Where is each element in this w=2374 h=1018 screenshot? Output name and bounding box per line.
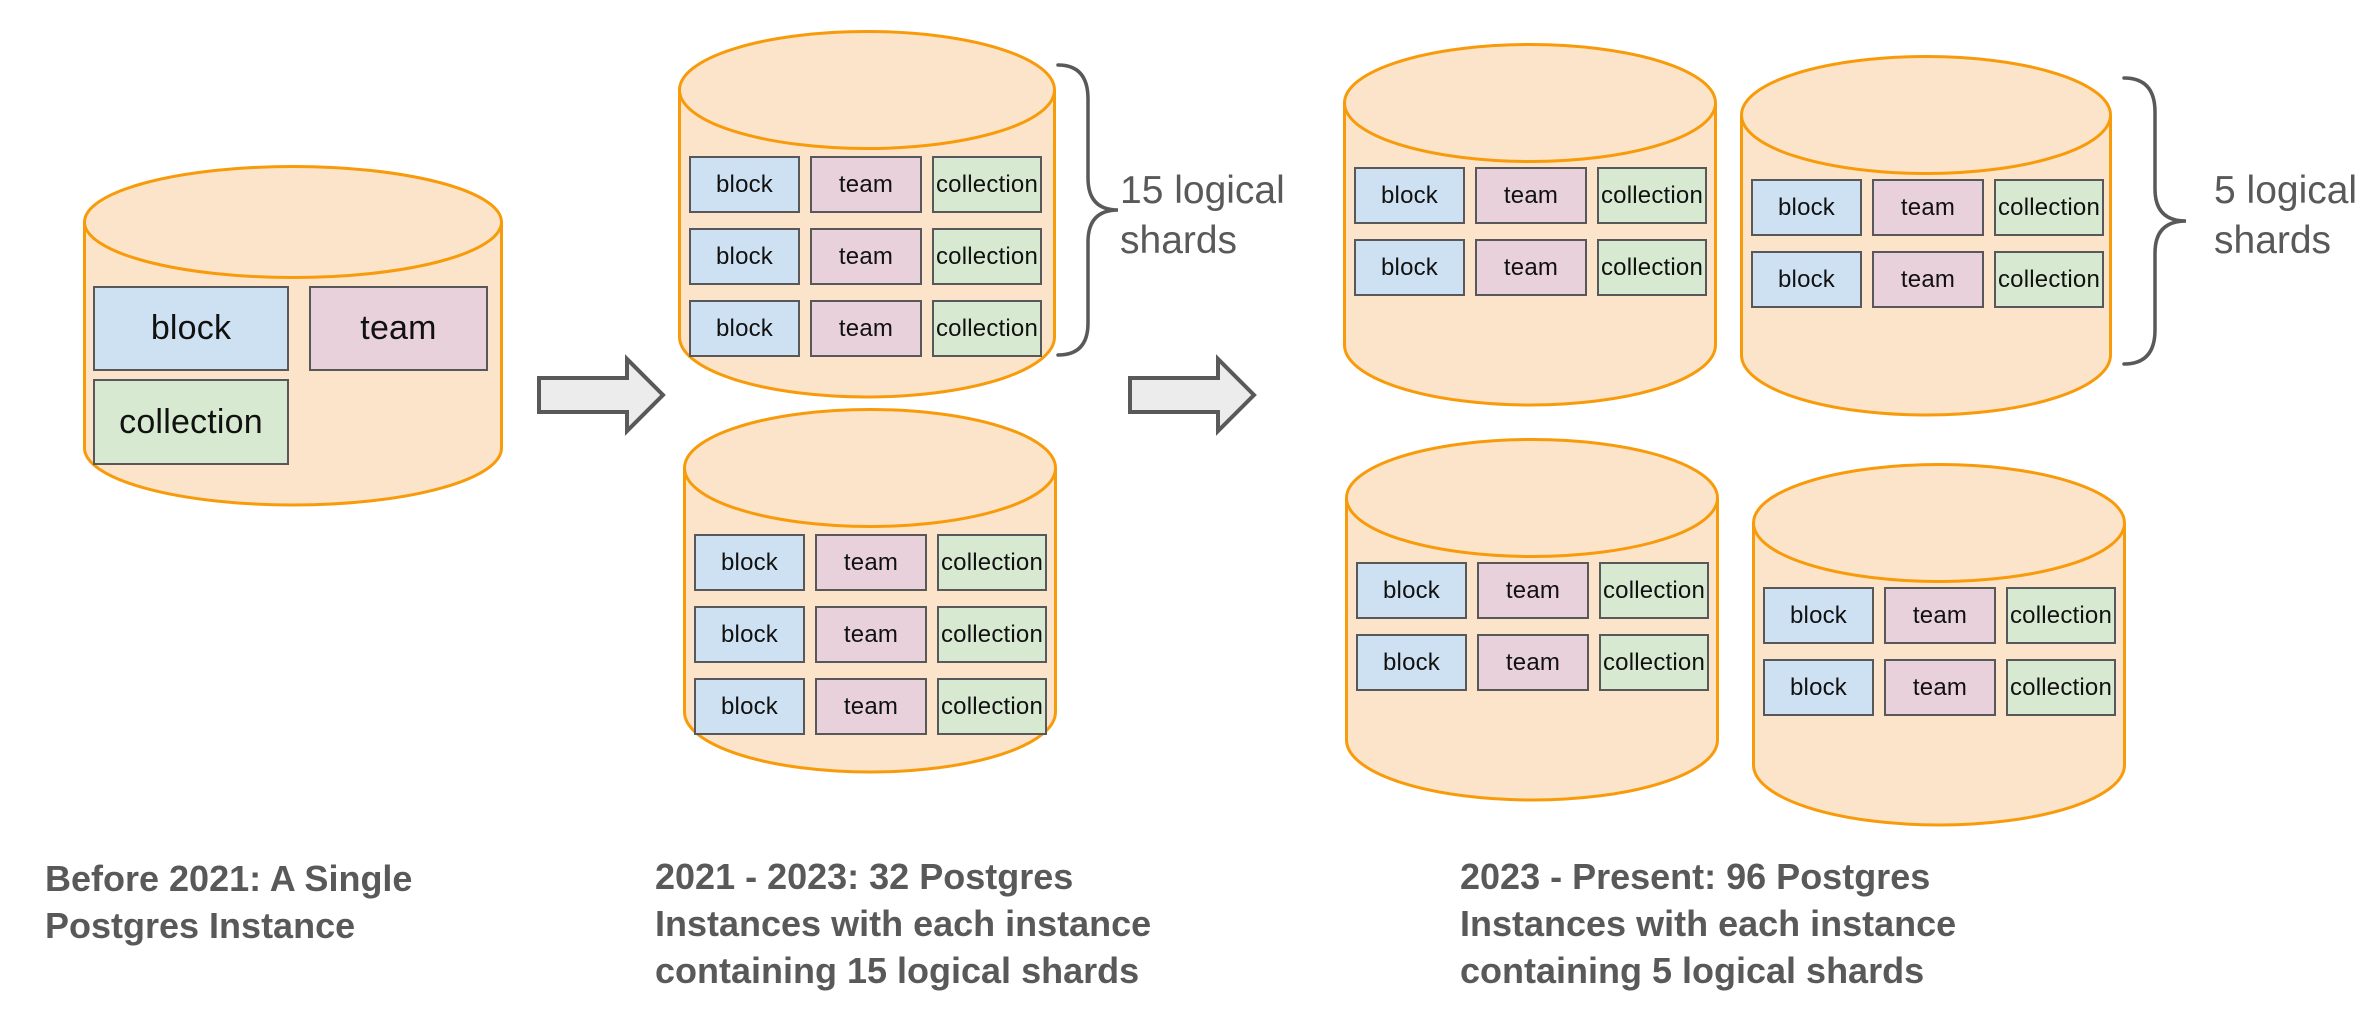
table-chip-collection: collection [937,534,1047,591]
section-caption-before-2021: Before 2021: A Single Postgres Instance [45,858,413,946]
section-caption-2021-2023: 2021 - 2023: 32 Postgres Instances with … [655,856,1152,991]
table-chip-block: block [1751,179,1862,236]
postgres-instance-cylinder: block team collection block team collect… [1752,463,2126,827]
table-chip-team: team [815,534,927,591]
table-chip-block: block [1763,659,1874,716]
table-chip-team: team [815,606,927,663]
shard-count-label: 5 logical shards [2214,169,2358,262]
transition-arrow-icon [1128,354,1257,436]
table-chip-collection: collection [2006,659,2116,716]
table-chip-block: block [689,156,800,213]
table-chip-block: block [1354,167,1465,224]
section-caption-2023-present: 2023 - Present: 96 Postgres Instances wi… [1460,856,1957,991]
table-chip-team: team [810,156,922,213]
table-chip-collection: collection [932,156,1042,213]
table-chip-block: block [93,286,289,371]
table-chip-team: team [1475,167,1587,224]
table-chip-team: team [810,228,922,285]
table-chip-block: block [689,300,800,357]
table-chip-block: block [1356,562,1467,619]
table-chip-collection: collection [1597,167,1707,224]
table-chip-team: team [1477,562,1589,619]
table-chip-collection: collection [932,228,1042,285]
table-chip-block: block [694,534,805,591]
table-chip-collection: collection [1994,251,2104,308]
shard-count-label: 15 logical shards [1120,169,1285,262]
table-chip-collection: collection [1994,179,2104,236]
table-chip-collection: collection [1597,239,1707,296]
table-chip-team: team [1872,179,1984,236]
postgres-instance-cylinder: block team collection block team collect… [1343,43,1717,407]
table-chip-team: team [1477,634,1589,691]
table-chip-team: team [815,678,927,735]
table-chip-collection: collection [1599,634,1709,691]
table-chip-team: team [1884,659,1996,716]
table-chip-team: team [810,300,922,357]
postgres-instance-cylinder: block team collection block team collect… [683,408,1057,774]
table-chip-team: team [1884,587,1996,644]
table-chip-collection: collection [937,606,1047,663]
table-chip-collection: collection [937,678,1047,735]
table-chip-collection: collection [1599,562,1709,619]
table-chip-team: team [1475,239,1587,296]
postgres-instance-cylinder: block team collection block team collect… [678,30,1056,399]
table-chip-block: block [694,678,805,735]
table-chip-block: block [689,228,800,285]
curly-brace-icon [1056,63,1119,357]
table-chip-team: team [309,286,488,371]
table-chip-block: block [1751,251,1862,308]
curly-brace-icon [2122,76,2187,366]
postgres-instance-cylinder: block team collection block team collect… [1345,438,1719,802]
table-chip-block: block [1356,634,1467,691]
table-chip-block: block [1763,587,1874,644]
postgres-instance-cylinder: block team collection [83,165,503,507]
table-chip-block: block [694,606,805,663]
table-chip-collection: collection [93,379,289,465]
transition-arrow-icon [537,354,666,436]
table-chip-collection: collection [932,300,1042,357]
table-chip-team: team [1872,251,1984,308]
table-chip-collection: collection [2006,587,2116,644]
postgres-instance-cylinder: block team collection block team collect… [1740,55,2112,417]
table-chip-block: block [1354,239,1465,296]
